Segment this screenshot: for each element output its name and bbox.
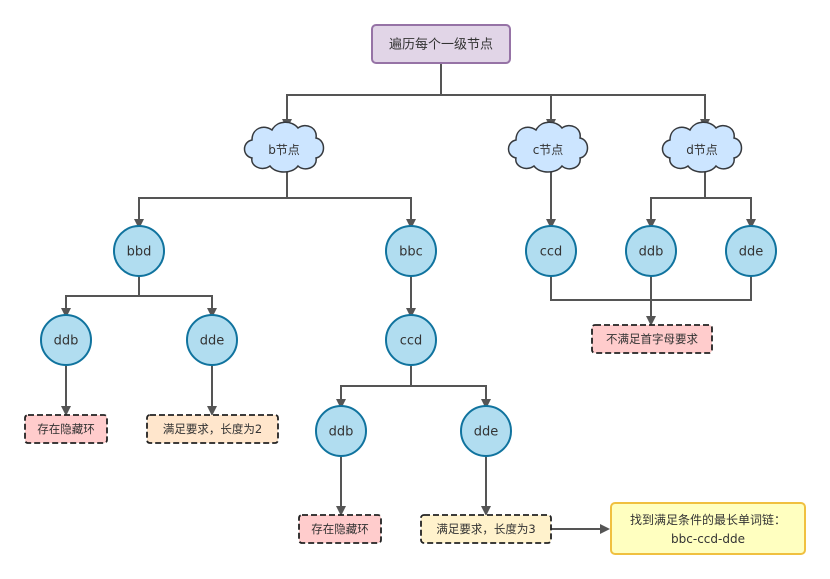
edge-ccd-to-ddb [340,366,412,405]
cloud-d: d节点 [661,121,743,173]
node-d-ddb [625,225,677,277]
node-bbc [385,225,437,277]
node-d-dde [725,225,777,277]
node-ccd-dde [460,405,512,457]
edge-d-to-ddb [650,171,706,225]
root-node: 遍历每个一级节点 [371,24,511,64]
edge-root-to-d [551,94,706,124]
circle-nodes [40,225,777,457]
edge-bbd-to-dde [139,295,213,314]
note-meets-len3-label: 满足要求，长度为3 [436,522,535,536]
circle-labels: bbd bbc ccd ddb dde ddb dde ccd ddb dde [54,245,764,440]
node-d-ddb-label: ddb [639,245,664,260]
node-ccd-ddb-label: ddb [329,425,354,440]
note-hidden-ring-2-label: 存在隐藏环 [311,522,369,536]
edge-b-to-bbd [138,171,288,225]
edge-ccd-to-dde [411,385,487,405]
node-c-ccd [525,225,577,277]
node-bbd-dde [186,314,238,366]
result-line1: 找到满足条件的最长单词链： [630,512,786,527]
note-hidden-ring-2 [298,514,382,544]
cloud-b: b节点 [243,121,325,173]
node-bbc-ccd [385,314,437,366]
note-first-letter-fail-label: 不满足首字母要求 [606,332,698,346]
node-d-dde-label: dde [739,245,764,260]
note-boxes [24,324,713,544]
node-bbd-ddb [40,314,92,366]
cloud-b-label: b节点 [268,143,300,157]
node-bbd-label: bbd [127,245,152,260]
note-first-letter-fail [591,324,713,354]
cloud-c-label: c节点 [533,143,564,157]
note-meets-len2 [146,414,279,444]
node-ccd-ddb [315,405,367,457]
node-bbd-dde-label: dde [200,334,225,349]
root-label: 遍历每个一级节点 [389,37,493,53]
result-box: 找到满足条件的最长单词链： bbc-ccd-dde [610,502,806,555]
node-c-ccd-label: ccd [540,245,563,260]
arrow-heads [61,110,756,534]
note-meets-len2-label: 满足要求，长度为2 [163,422,262,436]
note-labels: 存在隐藏环 满足要求，长度为2 存在隐藏环 满足要求，长度为3 不满足首字母要求 [37,332,698,536]
node-bbc-label: bbc [399,245,423,260]
node-bbc-ccd-label: ccd [400,334,423,349]
note-hidden-ring-1 [24,414,108,444]
node-ccd-dde-label: dde [474,425,499,440]
edge-root-to-clouds [286,62,442,124]
edge-bbd-to-ddb [65,276,140,314]
note-hidden-ring-1-label: 存在隐藏环 [37,422,95,436]
result-line2: bbc-ccd-dde [671,532,745,546]
edge-b-to-bbc [287,197,412,225]
cloud-c: c节点 [507,121,589,173]
edge-root-to-c [441,94,552,124]
node-bbd [113,225,165,277]
node-bbd-ddb-label: ddb [54,334,79,349]
cloud-d-label: d节点 [686,143,718,157]
edge-d-to-dde [705,197,752,225]
note-meets-len3 [420,514,552,544]
